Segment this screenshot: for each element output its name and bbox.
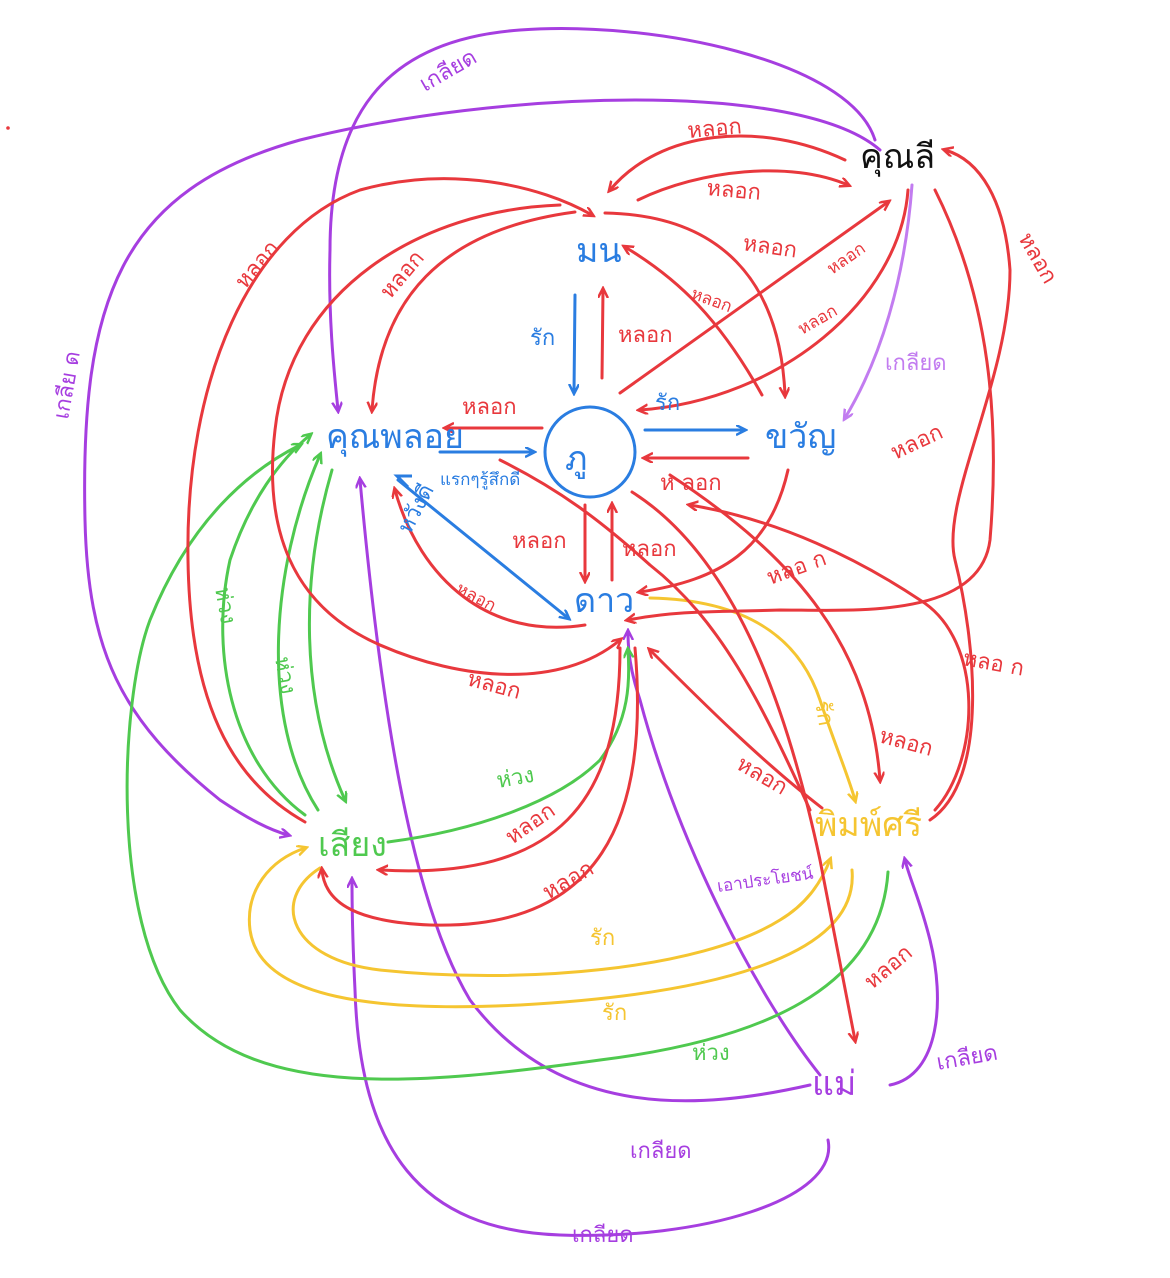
edge-khwanyu-to-dao-lie: [640, 468, 790, 592]
node-poo: ภู: [565, 439, 587, 479]
label-siang-ploy-care-outer: ห่วง: [209, 585, 240, 626]
stray-dot: [6, 126, 10, 130]
edge-khwanyu-to-mon-lie: [625, 247, 764, 397]
label-mon-dao-lie: หลอก: [464, 667, 523, 705]
label-phimsri-ploy-care: ห่วง: [692, 1041, 730, 1066]
label-mon-khwanyu-lie: หลอก: [741, 231, 798, 263]
edge-siang-to-mon-lie: [186, 177, 592, 824]
node-khun-lee: คุณลี: [860, 137, 935, 177]
edge-lee-to-mon-lie: [610, 134, 847, 190]
label-khwanyu-dao-lie: หลอ ก: [764, 546, 830, 591]
edge-mon-to-poo-love: [574, 293, 575, 392]
edge-phimsri-to-ploy-care: [125, 445, 890, 1081]
edge-ploy-to-dao-hope: [396, 478, 568, 618]
label-poo-phimsri-lie: หลอก: [876, 724, 935, 762]
label-siang-phimsri-love: รัก: [590, 926, 615, 951]
edge-siang-to-ploy-care-inner: [276, 455, 320, 812]
label-poo-mae-lie: หลอก: [860, 940, 918, 994]
edge-mon-to-dao-lie: [271, 203, 620, 676]
label-dao-poo-lie: หลอก: [622, 537, 677, 562]
edge-dao-to-ploy-lie: [395, 490, 587, 629]
label-mae-ploy-hate: เกลียด: [630, 1139, 692, 1164]
label-phimsri-khwanyu-lie: หลอ ก: [961, 646, 1026, 681]
poo-circle: [543, 405, 637, 499]
edge-phimsri-to-dao-lie: [650, 650, 824, 810]
label-poo-dao-lie: หลอก: [512, 529, 567, 554]
label-khwanyu-mon-lie: หลอก: [688, 284, 734, 317]
edge-poo-to-lee-lie: [618, 202, 888, 395]
node-mae: แม่: [812, 1064, 856, 1104]
edge-lee-to-ploy-hate: [328, 26, 877, 410]
arrow-head-ploy-from-dao: [393, 474, 412, 489]
edge-mon-to-ploy-lie: [372, 210, 577, 410]
label-dao-phimsri-love: รัก: [809, 699, 838, 728]
edge-phimsri-to-lee-lie: [928, 150, 1012, 822]
label-poo-mon-lie: หลอก: [618, 323, 673, 348]
node-dao: ดาว: [574, 581, 634, 621]
label-phimsri-lee-lie: หลอก: [1013, 229, 1062, 289]
node-khun-ploy: คุณพลอย: [326, 417, 464, 457]
node-phimsri: พิมพ์ศรี: [815, 805, 922, 845]
edge-mae-to-ploy-hate: [360, 480, 812, 1103]
label-khwanyu-poo-lie: ห ลอก: [660, 471, 722, 496]
edge-lee-to-poo-lie: [640, 188, 910, 410]
label-mon-poo-love: รัก: [530, 326, 555, 351]
edge-phimsri-to-khwanyu-lie: [690, 505, 971, 812]
edge-mon-to-lee-lie: [636, 169, 848, 202]
label-poo-khwanyu-love: รัก: [655, 391, 680, 416]
edge-dao-to-siang-lie: [380, 646, 622, 871]
node-siang: เสียง: [318, 825, 387, 865]
label-phimsri-siang-love: รัก: [602, 1001, 627, 1026]
label-mon-ploy-lie: หลอก: [375, 246, 429, 304]
node-khwanyu: ขวัญ: [765, 417, 836, 457]
edge-siang-to-dao-care: [386, 650, 629, 844]
edge-lee-to-siang-hate: [83, 98, 882, 835]
edge-phimsri-to-ploy-lie: [498, 458, 812, 812]
label-mae-dao-exploit: เอาประโยชน์: [716, 863, 815, 897]
label-mon-lee-lie: หลอก: [705, 176, 762, 206]
edge-mon-to-khwanyu-lie: [603, 211, 785, 395]
label-siang-mon-lie: หลอก: [230, 236, 284, 294]
label-poo-ploy-lie: หลอก: [462, 395, 517, 420]
label-lee-khwanyu-hate: เกลียด: [885, 351, 947, 376]
label-mae-phimsri-hate: เกลียด: [935, 1041, 1000, 1076]
edge-dao-to-phimsri-love: [648, 596, 855, 800]
label-lee-poo-lie: หลอก: [795, 301, 841, 339]
edge-lee-to-dao-lie: [628, 188, 995, 620]
edge-siang-to-phimsri-love: [291, 860, 830, 978]
label-dao-ploy-lie: หลอก: [453, 579, 500, 616]
label-lee-dao-lie: หลอก: [887, 420, 947, 466]
node-mon: มน: [576, 231, 622, 271]
edge-poo-to-mon-lie: [602, 290, 603, 380]
label-siang-ploy-care-inner: ห่วง: [269, 655, 300, 696]
label-mae-siang-hate: เกลียด: [572, 1223, 634, 1248]
label-lee-mon-lie: หลอก: [686, 114, 743, 144]
label-ploy-poo-good: แรกๆรู้สึกดี: [440, 470, 520, 490]
label-siang-dao-care: ห่วง: [495, 763, 536, 794]
edge-lee-to-khwanyu-hate: [845, 183, 914, 418]
label-lee-siang-hate: เกลีย ด: [49, 349, 86, 421]
edge-mae-to-phimsri-hate: [888, 860, 939, 1087]
edge-mae-to-siang-hate: [352, 880, 831, 1237]
edge-phimsri-to-siang-love: [247, 848, 854, 1009]
label-dao-siang-lie-outer: หลอก: [539, 856, 599, 905]
edge-siang-to-ploy-care-outer: [221, 435, 310, 817]
edge-dao-to-siang-lie-outer: [322, 646, 639, 927]
edge-ploy-to-siang-care: [307, 468, 345, 800]
